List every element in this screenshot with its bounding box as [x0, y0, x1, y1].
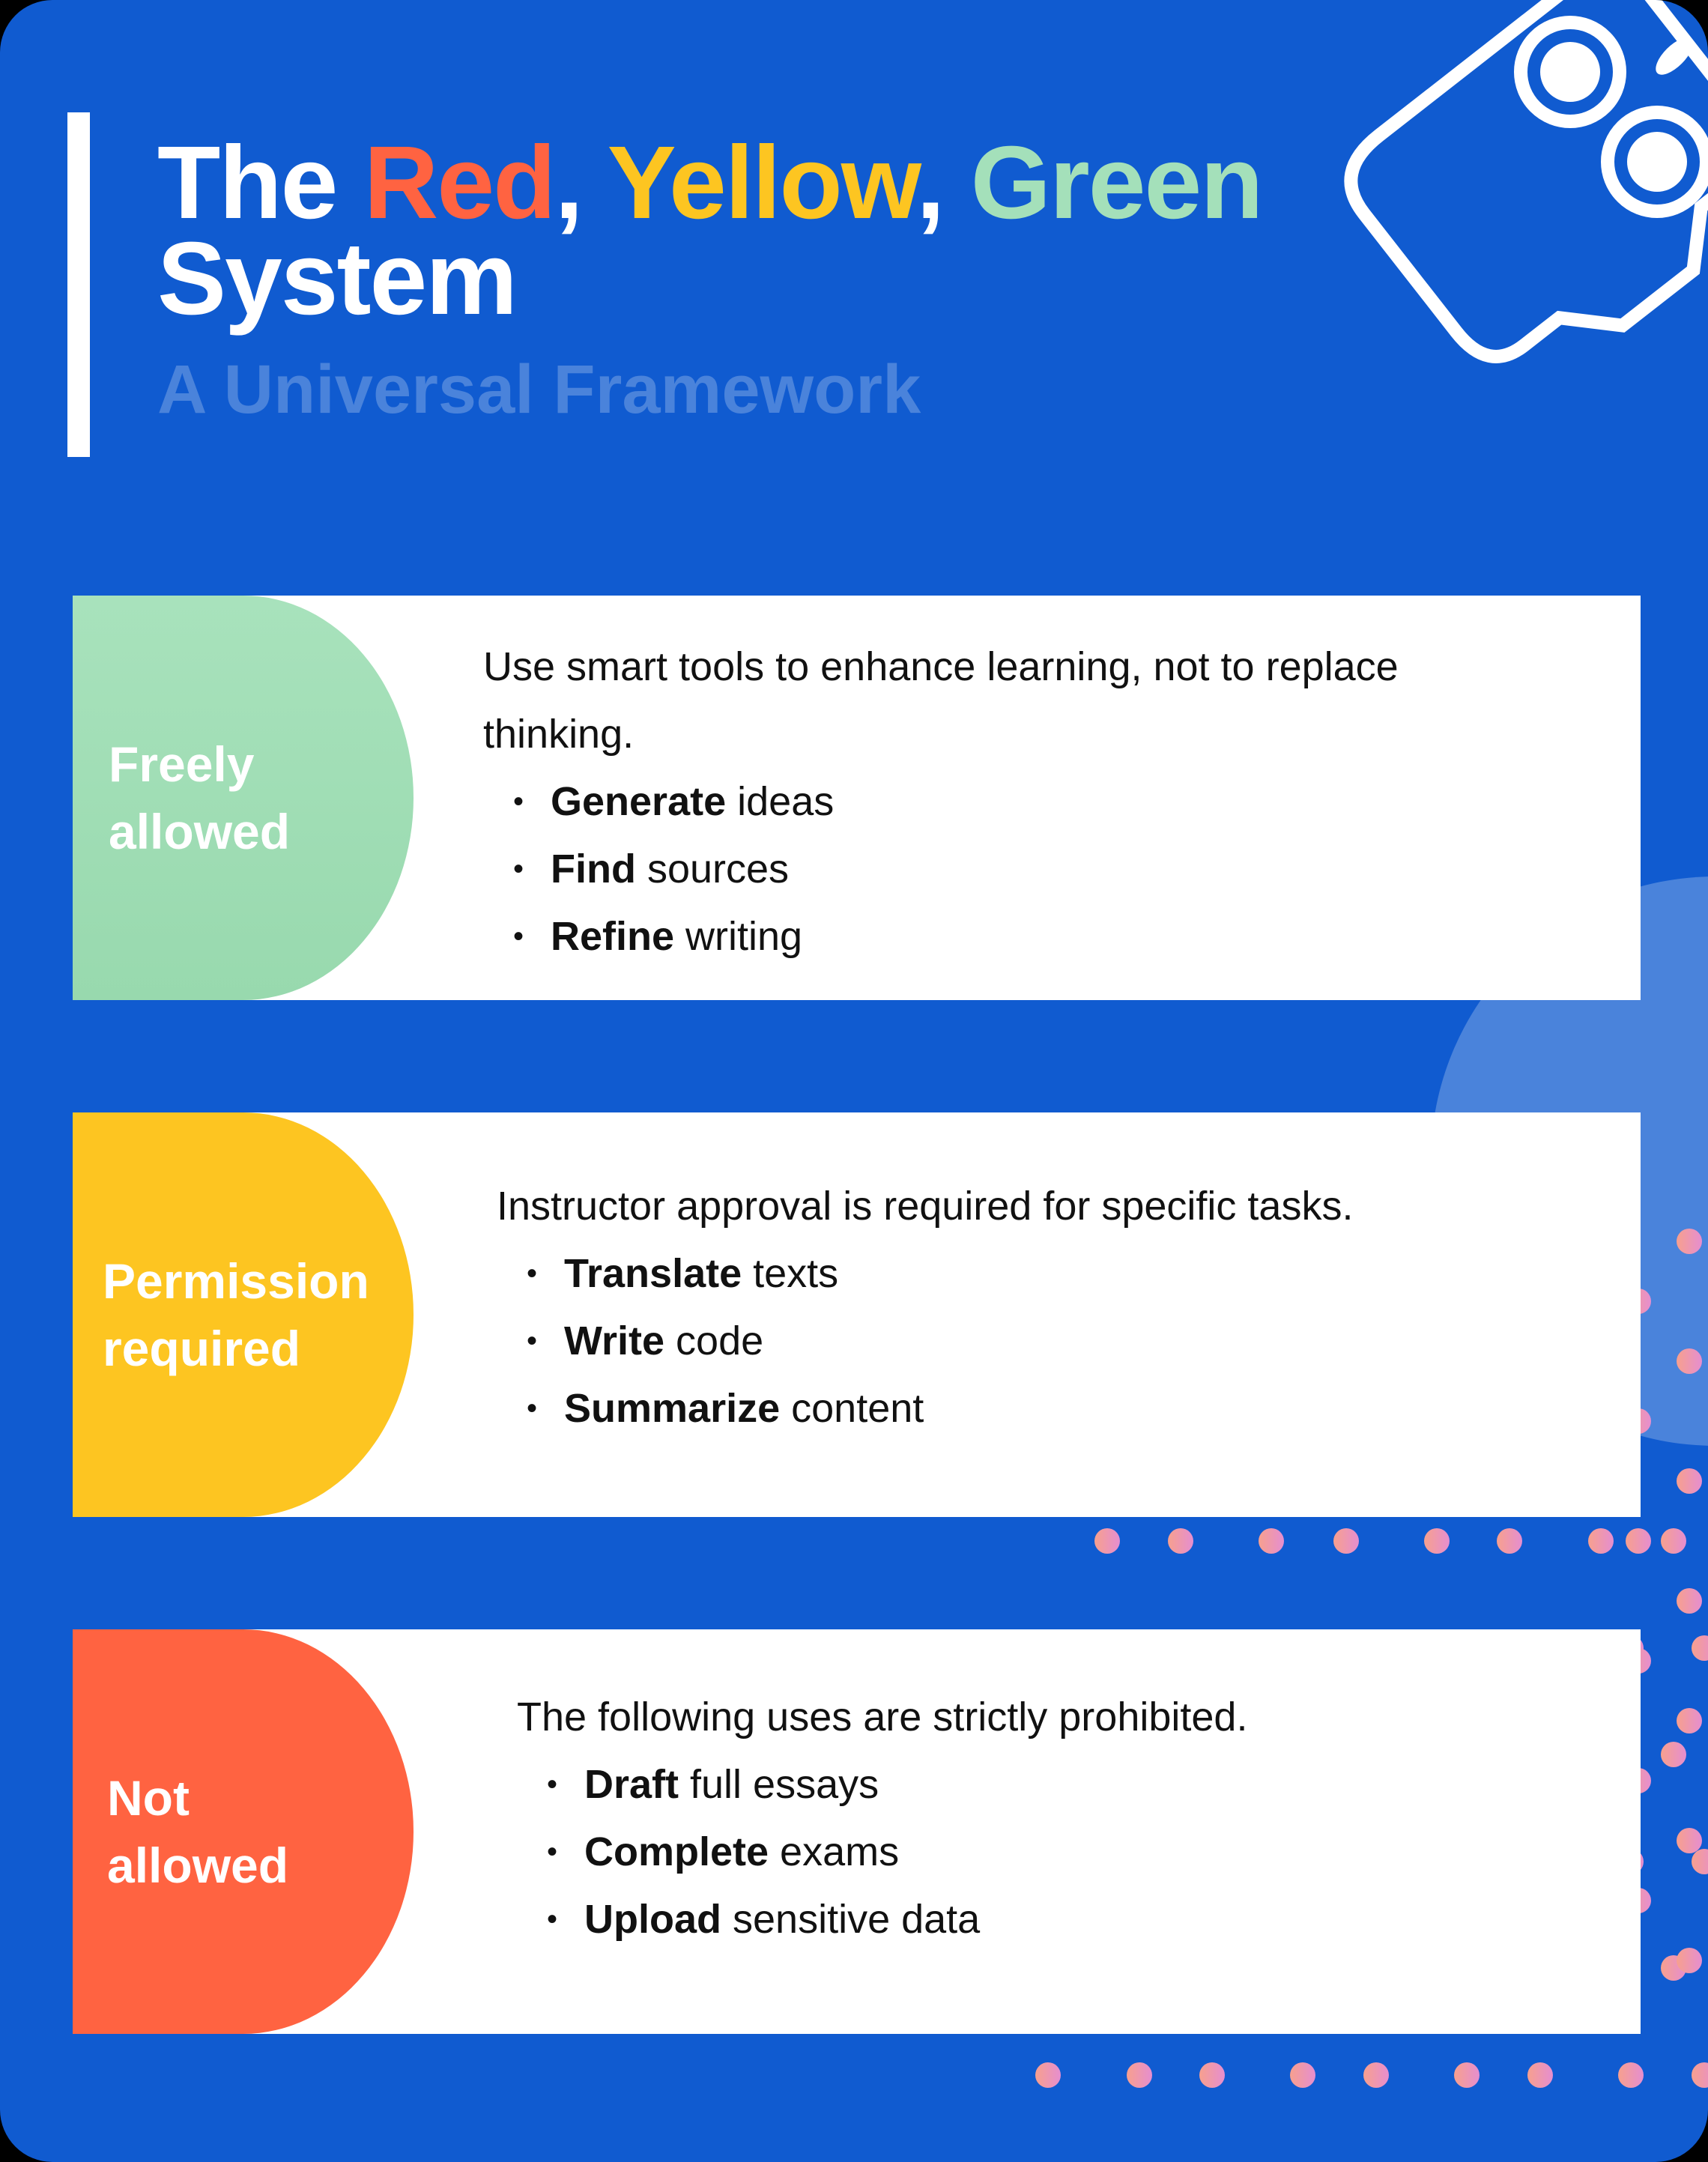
item-keyword: Complete	[584, 1829, 769, 1874]
decorative-dot	[1677, 1948, 1702, 1973]
item-text: writing	[674, 914, 803, 959]
card-intro: Instructor approval is required for spec…	[497, 1184, 1354, 1229]
badge-label-line2: allowed	[107, 1838, 289, 1893]
item-text: exams	[769, 1829, 900, 1874]
decorative-dot	[1618, 2062, 1644, 2088]
title-line-2: System	[157, 221, 518, 336]
decorative-dot	[1167, 1528, 1193, 1554]
item-keyword: Draft	[584, 1762, 679, 1807]
decorative-dot	[1677, 1828, 1702, 1853]
status-badge-yellow: Permission required	[73, 1112, 414, 1517]
list-item: Refine writing	[513, 903, 1532, 970]
title-word-red: Red	[363, 125, 557, 240]
card-body: The following uses are strictly prohibit…	[517, 1683, 1603, 1953]
card-body: Use smart tools to enhance learning, not…	[483, 633, 1532, 970]
item-keyword: Generate	[551, 779, 727, 824]
card-intro: Use smart tools to enhance learning, not…	[483, 644, 1399, 757]
item-text: code	[664, 1318, 764, 1363]
card-permission-required: Permission required Instructor approval i…	[73, 1112, 1641, 1517]
list-item: Write code	[527, 1307, 1620, 1375]
decorative-dot	[1199, 2062, 1226, 2088]
card-list: Generate ideas Find sources Refine writi…	[483, 768, 1532, 970]
decorative-dot	[1527, 2062, 1553, 2088]
list-item: Complete exams	[547, 1818, 1603, 1886]
decorative-dot	[1126, 2062, 1152, 2088]
badge-label-line2: required	[103, 1321, 301, 1376]
decorative-dot	[1363, 2062, 1389, 2088]
page-title: The Red, Yellow, Green System	[157, 131, 1264, 336]
item-keyword: Write	[564, 1318, 665, 1363]
decorative-dot	[1677, 1468, 1702, 1494]
decorative-dot	[1626, 1528, 1651, 1554]
decorative-dot	[1094, 1528, 1121, 1554]
list-item: Translate texts	[527, 1240, 1620, 1307]
badge-label-line1: Permission	[103, 1253, 369, 1309]
decorative-dot	[1290, 2062, 1316, 2088]
item-text: sources	[635, 847, 790, 891]
decorative-dot	[1691, 1635, 1708, 1661]
list-item: Find sources	[513, 835, 1532, 903]
list-item: Summarize content	[527, 1375, 1620, 1442]
badge-label-line1: Freely	[109, 736, 255, 792]
item-keyword: Find	[551, 847, 636, 891]
decorative-dot	[1333, 1528, 1359, 1554]
item-text: sensitive data	[721, 1897, 981, 1942]
decorative-dot	[1677, 1588, 1702, 1614]
decorative-dot	[1691, 2062, 1708, 2088]
card-intro: The following uses are strictly prohibit…	[517, 1695, 1248, 1739]
decorative-dot	[1677, 1708, 1702, 1733]
badge-label: Freely allowed	[109, 596, 290, 1000]
status-badge-red: Not allowed	[73, 1629, 414, 2034]
decorative-dot	[1497, 1528, 1523, 1554]
decorative-dot	[1661, 1742, 1687, 1768]
title-line-1: The Red, Yellow, Green	[157, 131, 1264, 234]
item-text: texts	[742, 1251, 839, 1296]
item-keyword: Upload	[584, 1897, 721, 1942]
item-text: full essays	[679, 1762, 879, 1807]
card-list: Translate texts Write code Summarize con…	[497, 1240, 1620, 1442]
title-accent-bar	[67, 112, 90, 457]
title-comma: ,	[554, 125, 608, 240]
list-item: Draft full essays	[547, 1751, 1603, 1818]
title-word-the: The	[157, 125, 364, 240]
decorative-dot	[1677, 1229, 1702, 1254]
title-word-yellow: Yellow	[607, 125, 918, 240]
decorative-dot-column	[1626, 1229, 1708, 2128]
card-list: Draft full essays Complete exams Upload …	[517, 1751, 1603, 1953]
decorative-dot	[1661, 1528, 1687, 1554]
badge-label-line2: allowed	[109, 804, 291, 859]
item-keyword: Translate	[564, 1251, 742, 1296]
title-comma: ,	[916, 125, 971, 240]
status-badge-green: Freely allowed	[73, 596, 414, 1000]
item-text: ideas	[726, 779, 835, 824]
decorative-dot	[1587, 1528, 1614, 1554]
badge-label: Permission required	[103, 1112, 369, 1517]
item-keyword: Summarize	[564, 1386, 781, 1431]
decorative-dot	[1259, 1528, 1285, 1554]
decorative-dot	[1035, 2062, 1062, 2088]
page-subtitle: A Universal Framework	[157, 351, 921, 428]
title-word-green: Green	[970, 125, 1264, 240]
list-item: Generate ideas	[513, 768, 1532, 835]
item-text: content	[780, 1386, 924, 1431]
badge-label-line1: Not	[107, 1770, 190, 1826]
decorative-dot	[1677, 1348, 1702, 1374]
item-keyword: Refine	[551, 914, 675, 959]
card-not-allowed: Not allowed The following uses are strict…	[73, 1629, 1641, 2034]
badge-label: Not allowed	[107, 1629, 288, 2034]
decorative-dot	[1691, 1848, 1708, 1874]
decorative-dot	[1454, 2062, 1480, 2088]
card-body: Instructor approval is required for spec…	[497, 1172, 1620, 1442]
list-item: Upload sensitive data	[547, 1886, 1603, 1953]
game-controller-icon	[1344, 0, 1708, 363]
decorative-dot	[1423, 1528, 1450, 1554]
card-freely-allowed: Freely allowed Use smart tools to enhance…	[73, 596, 1641, 1000]
